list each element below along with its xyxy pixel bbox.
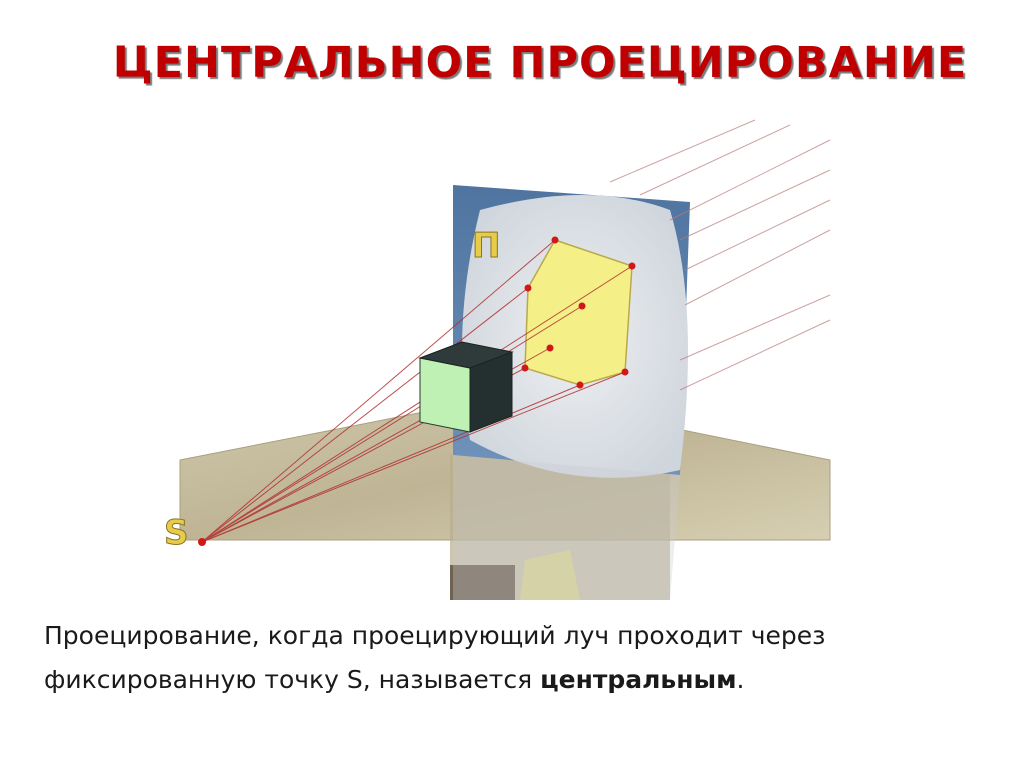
definition-line-2-prefix: фиксированную точку S, называется [44,665,541,694]
cube-side-face [469,351,513,433]
projection-center-point [198,538,206,546]
central-projection-diagram: П S [164,119,831,600]
plane-reflection [450,455,670,600]
cube-front-face [419,357,471,433]
cube-object [418,341,514,433]
center-label: S [164,513,189,553]
definition-text: Проецирование, когда проецирующий луч пр… [44,614,994,702]
definition-line-2-suffix: . [736,665,745,694]
projection-points [521,236,636,389]
reflection-dark [450,565,515,600]
definition-keyword: центральным [540,665,737,694]
slide-title: ЦЕНТРАЛЬНОЕ ПРОЕЦИРОВАНИЕ [112,38,968,88]
plane-lower-edge [453,455,680,600]
ray-extensions [609,119,831,391]
plane-label: П [472,226,500,266]
definition-line-1: Проецирование, когда проецирующий луч пр… [44,621,826,650]
reflection-yellow [520,550,580,600]
definition-line-2: фиксированную точку S, называется центра… [44,658,994,702]
